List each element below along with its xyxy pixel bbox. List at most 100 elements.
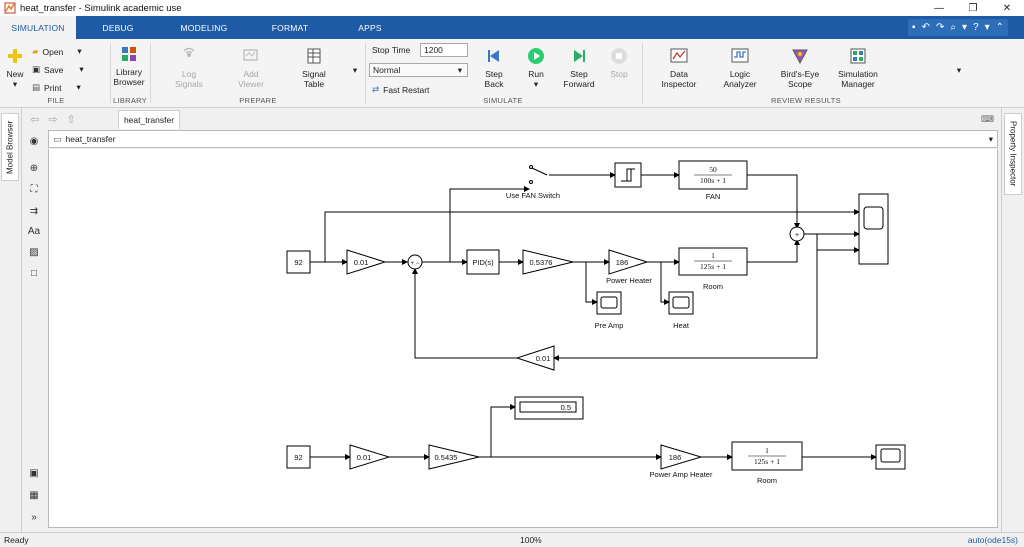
new-button[interactable]: New ▾ [4,47,26,89]
fast-restart-button[interactable]: ⇄Fast Restart [372,84,429,95]
fit-view-icon[interactable]: ⛶ [30,183,38,195]
collapse-ribbon-icon[interactable]: ⌃ [995,22,1004,33]
gain-block[interactable]: 0.01 [349,444,391,470]
log-signals-button[interactable]: Log Signals [171,47,207,89]
stop-time-label: Stop Time [372,45,411,55]
image-icon[interactable]: ▨ [29,246,39,258]
svg-text:0.01: 0.01 [357,453,372,462]
model-icon: ▭ [53,133,62,144]
prepare-gallery-expand[interactable]: ▾ [349,65,361,75]
chevron-down-icon: ▾ [12,79,18,89]
constant-block[interactable]: 92 [286,445,311,469]
add-viewer-button[interactable]: Add Viewer [233,47,269,89]
fan-label: FAN [706,192,721,201]
add-viewer-label-1: Add [243,69,259,79]
sum-block[interactable]: + − [407,254,423,270]
library-browser-icon [122,47,136,61]
library-browser-button[interactable]: Library Browser [111,45,147,87]
logic-analyzer-button[interactable]: Logic Analyzer [716,47,764,89]
up-arrow-icon[interactable]: ⇧ [66,114,76,126]
simulation-mode-select[interactable]: Normal ▾ [369,63,468,77]
fan-transfer-fcn-block[interactable]: 50 100s + 1 FAN [678,160,748,201]
tab-debug[interactable]: DEBUG [102,22,134,33]
constant-block[interactable]: 92 [286,250,311,274]
maximize-button[interactable]: ❐ [968,2,978,14]
review-gallery-expand[interactable]: ▾ [953,65,965,75]
breadcrumb: ▭ heat_transfer ▾ [48,130,998,148]
scope-block[interactable] [875,444,906,470]
zoom-icon[interactable]: ⊕ [29,162,39,174]
relay-block[interactable] [614,162,642,188]
property-inspector-tab[interactable]: Property Inspector [1004,113,1022,195]
library-browser-label-1: Library [116,67,142,77]
pid-controller-block[interactable]: PID(s) [466,249,500,275]
power-heater-gain-block[interactable]: 186 Power Heater [606,249,652,285]
tab-simulation[interactable]: SIMULATION [0,16,76,39]
tab-apps[interactable]: APPS [358,22,382,33]
display-block[interactable]: 0.5 [514,396,584,420]
room-transfer-fcn-block[interactable]: 1 125s + 1 Room [731,441,803,485]
chevron-down-icon: ▾ [79,64,84,74]
sum-block[interactable]: + [789,226,805,242]
chevron-down-icon: ▾ [76,82,81,92]
signal-table-button[interactable]: Signal Table [296,47,332,89]
area-icon[interactable]: □ [30,267,38,279]
model-data-icon[interactable]: ▦ [29,489,39,501]
minimize-button[interactable]: — [934,2,944,14]
expand-palette-icon[interactable]: » [31,511,37,523]
simulation-manager-button[interactable]: Simulation Manager [833,47,883,89]
annotation-icon[interactable]: Aa [27,225,41,237]
search-icon[interactable]: ⌕ [950,22,956,33]
simulation-manager-label-2: Manager [841,79,875,89]
open-button[interactable]: ▰Open▾ [32,46,82,57]
manual-switch-block[interactable]: Use FAN Switch [506,165,560,201]
step-forward-button[interactable]: Step Forward [558,47,600,89]
birds-eye-scope-button[interactable]: Bird's-Eye Scope [776,47,824,89]
save-icon[interactable]: ▪ [912,22,916,33]
find-options-icon[interactable]: ▾ [961,22,968,33]
print-button[interactable]: ▤Print▾ [32,82,81,93]
keyboard-icon[interactable]: ⌨ [981,114,994,124]
close-button[interactable]: ✕ [1002,2,1012,14]
redo-icon[interactable]: ↷ [935,22,945,33]
breadcrumb-item[interactable]: heat_transfer [65,134,116,144]
step-back-button[interactable]: Step Back [474,47,514,89]
room-label: Room [757,476,777,485]
stop-time-input[interactable]: 1200 [420,43,468,57]
hide-show-browser-icon[interactable]: ◉ [29,135,39,147]
gain-block[interactable]: 0.5435 [428,444,480,470]
data-inspector-label-2: Inspector [661,79,697,89]
signal-table-icon [307,48,321,64]
help-menu-icon[interactable]: ▾ [984,22,990,33]
chevron-down-icon: ▾ [352,65,358,75]
model-tab[interactable]: heat_transfer [118,110,180,129]
model-browser-tab[interactable]: Model Browser [1,113,19,181]
data-inspector-button[interactable]: Data Inspector [655,47,703,89]
tab-modeling[interactable]: MODELING [180,22,228,33]
power-amp-heater-gain-block[interactable]: 186 Power Amp Heater [650,444,713,479]
solver-link[interactable]: auto(ode15s) [967,535,1018,545]
model-canvas[interactable]: 92 0.01 + − PID(s) 0.5376 186 Power Heat… [48,149,998,528]
undo-icon[interactable]: ↶ [921,22,930,33]
save-button[interactable]: ▣Save▾ [32,64,84,75]
heat-scope-block[interactable]: Heat [668,291,694,330]
gain-block[interactable]: 0.5376 [522,249,574,275]
forward-arrow-icon[interactable]: ⇨ [48,114,58,126]
library-group-title: LIBRARY [112,96,148,105]
arrow-tool-icon[interactable]: ⇉ [29,205,39,217]
switch-label: Use FAN Switch [506,191,560,200]
pre-amp-scope-block[interactable]: Pre Amp [595,291,624,330]
chevron-down-icon: ▾ [457,64,462,75]
feedback-gain-block[interactable]: 0.01 [515,345,555,371]
gain-block[interactable]: 0.01 [346,249,387,275]
help-icon[interactable]: ? [973,22,979,33]
back-arrow-icon[interactable]: ⇦ [30,114,40,126]
chevron-down-icon[interactable]: ▾ [988,133,993,144]
new-icon [8,49,22,63]
run-button[interactable]: Run ▾ [518,47,554,89]
screenshot-icon[interactable]: ▣ [29,467,39,479]
scope-block[interactable] [858,193,889,265]
stop-button[interactable]: Stop [604,47,634,79]
room-transfer-fcn-block[interactable]: 1 125s + 1 Room [678,247,748,291]
tab-format[interactable]: FORMAT [271,22,309,33]
